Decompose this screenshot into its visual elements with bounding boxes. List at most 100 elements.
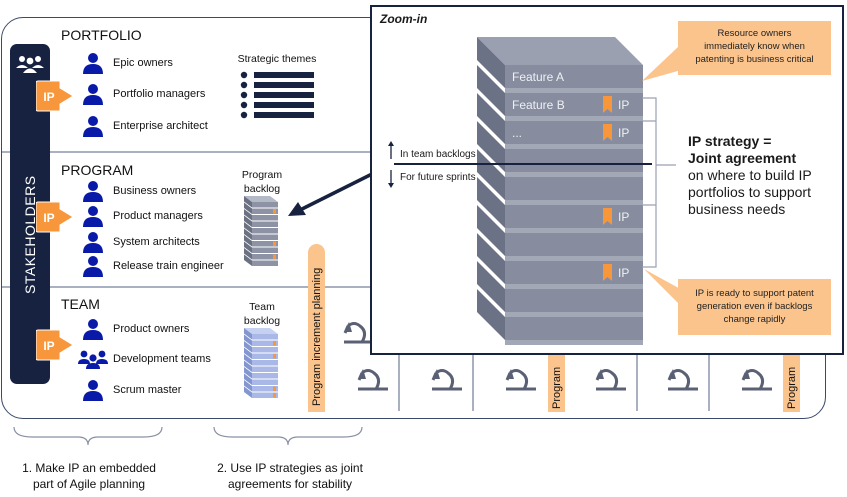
person-icon xyxy=(83,116,103,137)
role-scrum-master: Scrum master xyxy=(83,379,181,401)
group-icon xyxy=(16,56,44,73)
caption-1-line2: part of Agile planning xyxy=(32,477,146,491)
stack-slab xyxy=(252,260,278,266)
stack-slab-side xyxy=(244,347,252,359)
role-portfolio-managers: Portfolio managers xyxy=(83,83,205,105)
callout-bottom-pointer xyxy=(644,269,684,309)
role-system-architects: System architects xyxy=(83,231,200,253)
slab-gap xyxy=(505,172,643,177)
stack-slab-side xyxy=(477,261,505,312)
stack-slab xyxy=(252,347,278,353)
person-icon xyxy=(83,380,103,401)
ip-bookmark-icon xyxy=(603,208,612,225)
in-team-backlogs-label: In team backlogs xyxy=(400,149,476,160)
feature-slab xyxy=(505,65,643,88)
caption-1-line1: 1. Make IP an embedded xyxy=(22,461,156,475)
caption-1: 1. Make IP an embedded part of Agile pla… xyxy=(0,460,178,492)
program-backlog-stack-icon xyxy=(244,196,278,266)
stack-slab xyxy=(252,379,278,385)
callout-ip-ready: IP is ready to support patent generation… xyxy=(678,279,831,335)
person-icon xyxy=(83,256,103,277)
program-backlog-label: Program backlog xyxy=(232,168,292,196)
team-backlog-stack-icon xyxy=(244,328,278,398)
arrow-up-icon xyxy=(388,141,394,159)
stack-slab xyxy=(252,221,278,227)
stack-slab xyxy=(252,208,278,214)
stack-slab-side xyxy=(244,248,252,260)
stack-slab-side xyxy=(477,121,505,172)
role-label: Development teams xyxy=(113,353,211,365)
slab-gap xyxy=(505,312,643,317)
stack-slab xyxy=(252,234,278,240)
team-backlog-label: Team backlog xyxy=(232,300,292,328)
ip-marker-label: IP xyxy=(618,266,629,280)
stack-slab xyxy=(252,392,278,398)
role-label: Enterprise architect xyxy=(113,120,208,132)
stack-slab-side xyxy=(244,235,252,247)
team-backlog-label-line1: Team xyxy=(249,301,275,313)
ip-bookmark-icon xyxy=(603,96,612,113)
pi-planning-bar: Program increment planning xyxy=(308,244,325,412)
stack-slab xyxy=(252,386,278,392)
stack-slab-side xyxy=(244,328,252,340)
ip-strategy-text: IP strategy = Joint agreement on where t… xyxy=(688,133,812,218)
sprint-separator xyxy=(398,355,400,411)
stack-slab-side xyxy=(477,65,505,116)
strategy-heading-1: IP strategy = xyxy=(688,133,772,149)
ip-bracket-connector xyxy=(642,97,676,268)
stack-slab-side xyxy=(244,386,252,398)
slab-gap xyxy=(505,256,643,261)
callout-top-line2: immediately know when xyxy=(704,41,805,52)
team-backlog-label-line2: backlog xyxy=(243,315,281,327)
stack-slab-side xyxy=(244,228,252,240)
slab-gap xyxy=(505,144,643,149)
sprint-separator xyxy=(636,355,638,411)
person-icon xyxy=(83,181,103,202)
stack-slab-side xyxy=(244,202,252,214)
person-icon xyxy=(83,232,103,253)
strategic-themes-list-icon xyxy=(240,71,314,119)
caption-2-line1: 2. Use IP strategies as joint xyxy=(217,461,363,475)
stack-slab xyxy=(252,241,278,247)
zoom-in-title: Zoom-in xyxy=(380,12,428,26)
stack-slab-side xyxy=(244,241,252,253)
sprint-separator xyxy=(708,355,710,411)
feature-label: ... xyxy=(512,126,522,140)
slab-gap xyxy=(505,200,643,205)
stack-slab xyxy=(252,228,278,234)
caption-2-line2: agreements for stability xyxy=(227,477,353,491)
stack-slab xyxy=(252,340,278,346)
role-label: System architects xyxy=(113,236,200,248)
caption-2: 2. Use IP strategies as joint agreements… xyxy=(190,460,390,492)
strategy-body-1: on where to build IP xyxy=(688,167,812,183)
stack-slab-side xyxy=(244,196,252,208)
person-icon xyxy=(83,53,103,74)
callout-bottom-line2: generation even if backlogs xyxy=(696,301,813,312)
sprint-cycle-icon xyxy=(357,369,388,391)
stack-slab xyxy=(252,215,278,221)
sprint-cycle-icon xyxy=(505,369,536,391)
stakeholders-label: STAKEHOLDERS xyxy=(22,175,38,294)
stack-slab xyxy=(252,334,278,340)
stack-slab xyxy=(252,202,278,208)
feature-slab xyxy=(505,149,643,172)
stack-slab-side xyxy=(477,177,505,228)
feature-slab xyxy=(505,233,643,256)
stack-slab-side xyxy=(244,380,252,392)
stack-slab xyxy=(252,247,278,253)
program-title: PROGRAM xyxy=(61,162,134,178)
strategic-themes-label: Strategic themes xyxy=(237,53,317,65)
role-product-managers: Product managers xyxy=(83,205,203,227)
stack-slab-side xyxy=(477,37,505,88)
stack-slab xyxy=(252,353,278,359)
pi-planning-label: Program increment planning xyxy=(311,267,323,406)
ip-mark xyxy=(273,254,276,259)
role-label: Portfolio managers xyxy=(113,88,206,100)
ip-mark xyxy=(273,341,276,346)
program-backlog-label-line2: backlog xyxy=(243,183,281,195)
stack-slab-side xyxy=(244,334,252,346)
portfolio-title: PORTFOLIO xyxy=(61,27,142,43)
stack-slab-side xyxy=(477,93,505,144)
